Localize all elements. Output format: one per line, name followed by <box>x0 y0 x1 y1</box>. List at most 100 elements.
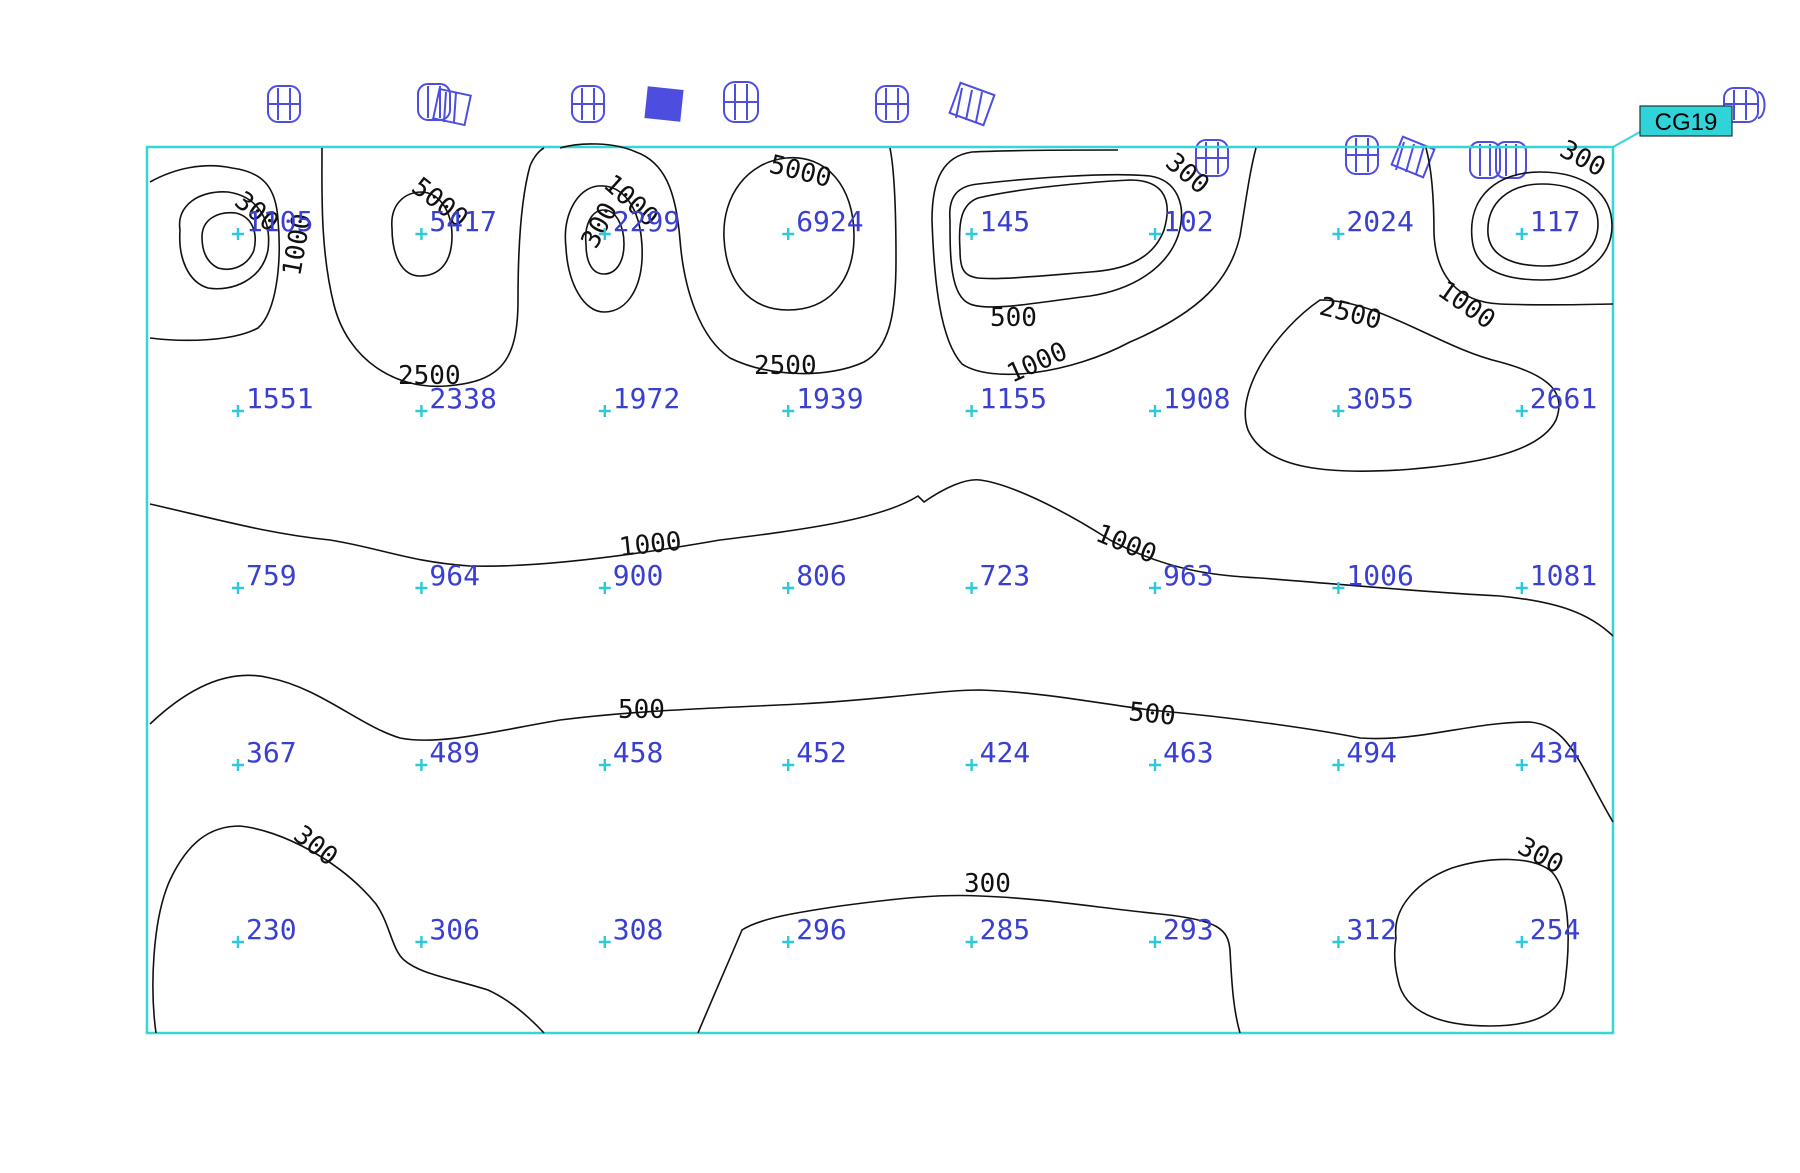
grid-point-value: 145 <box>980 205 1031 238</box>
grid-point-value: 1105 <box>246 205 313 238</box>
grid-point-marker <box>415 228 428 240</box>
luminaire-icon <box>267 85 301 123</box>
grid-point-marker <box>598 228 611 240</box>
contour-line <box>201 211 256 270</box>
contour-line <box>723 156 855 311</box>
grid-point-marker <box>965 582 978 594</box>
zone-tag-label: CG19 <box>1655 109 1718 136</box>
grid-point-marker <box>782 405 795 417</box>
grid-point-marker <box>965 759 978 771</box>
grid-point-marker <box>598 936 611 948</box>
grid-point-marker <box>1149 228 1161 240</box>
contour-label: 2500 <box>1316 292 1384 336</box>
contour-label: 300 <box>288 820 343 873</box>
grid-point-marker <box>1332 759 1345 771</box>
grid-point-marker <box>782 759 795 771</box>
grid-point-value: 2338 <box>429 382 496 415</box>
room-boundary <box>145 145 1615 1035</box>
luminaire-icon <box>948 81 996 127</box>
grid-point-marker <box>598 582 611 594</box>
grid-point-value: 5417 <box>429 205 496 238</box>
contour-label: 1000 <box>1091 519 1160 570</box>
grid-point-marker <box>1332 405 1345 417</box>
grid-point-marker <box>232 582 244 594</box>
grid-point-value: 424 <box>980 736 1031 769</box>
zone-tag-box <box>1639 105 1733 137</box>
grid-point-value: 312 <box>1346 913 1397 946</box>
contour-label: 5000 <box>766 150 834 194</box>
contour-line <box>958 179 1168 280</box>
grid-point-marker <box>232 759 244 771</box>
grid-point-marker <box>232 405 244 417</box>
contour-label: 1000 <box>1432 275 1501 335</box>
grid-point-marker <box>1149 759 1161 771</box>
grid-point-value: 102 <box>1163 205 1214 238</box>
grid-point-marker <box>1515 759 1528 771</box>
contour-label: 300 <box>1513 832 1569 881</box>
luminaire-icon <box>1345 135 1379 175</box>
grid-point-value: 2024 <box>1346 205 1413 238</box>
contour-line <box>1425 147 1614 306</box>
grid-point-value: 230 <box>246 913 297 946</box>
contour-label: 500 <box>618 695 665 725</box>
grid-point-marker <box>1515 582 1528 594</box>
grid-point-value: 900 <box>613 559 664 592</box>
contour-line <box>584 209 625 275</box>
contour-line <box>949 173 1183 308</box>
contour-label: 300 <box>1555 135 1611 184</box>
grid-point-value: 489 <box>429 736 480 769</box>
contour-line <box>559 143 897 375</box>
contour-label: 500 <box>990 303 1037 333</box>
isolux-contours <box>149 143 1614 1034</box>
luminaire-icon <box>417 83 472 127</box>
grid-point-marker <box>1332 582 1345 594</box>
grid-point-value: 963 <box>1163 559 1214 592</box>
grid-point-marker <box>1149 582 1161 594</box>
zone-tag: CG19 <box>1612 105 1733 148</box>
grid-point-marker <box>965 405 978 417</box>
grid-point-value: 296 <box>796 913 847 946</box>
grid-point-value: 494 <box>1346 736 1397 769</box>
contour-label: 300 <box>964 869 1011 899</box>
luminaire-icon <box>1723 87 1766 123</box>
grid-point-value: 293 <box>1163 913 1214 946</box>
contour-line <box>1393 858 1569 1027</box>
grid-point-value: 723 <box>980 559 1031 592</box>
grid-point-marker <box>415 759 428 771</box>
contour-line <box>149 478 1614 637</box>
grid-point-value: 2299 <box>613 205 680 238</box>
contour-line <box>321 147 545 388</box>
grid-point-marker <box>1515 228 1528 240</box>
contour-label: 2500 <box>398 361 461 391</box>
grid-point-marker <box>1515 405 1528 417</box>
luminaire-icon <box>723 81 759 123</box>
grid-point-marker <box>415 936 428 948</box>
grid-point-value: 6924 <box>796 205 863 238</box>
contour-line <box>149 164 280 342</box>
grid-point-value: 306 <box>429 913 480 946</box>
grid-point-marker <box>1149 936 1161 948</box>
grid-point-marker <box>232 228 244 240</box>
grid-point-value: 458 <box>613 736 664 769</box>
grid-point-marker <box>232 936 244 948</box>
grid-point-value: 254 <box>1530 913 1581 946</box>
grid-point-marker <box>1332 228 1345 240</box>
grid-point-marker <box>1332 936 1345 948</box>
grid-point-marker <box>782 936 795 948</box>
contour-labels: 300 1000 5000 1000 300 5000 300 500 1000… <box>229 135 1611 899</box>
luminaire-icon <box>644 86 684 122</box>
grid-point-marker <box>415 405 428 417</box>
contour-line <box>564 185 643 313</box>
contour-line <box>149 674 1614 823</box>
contour-line <box>697 894 1241 1034</box>
contour-line <box>1244 299 1560 472</box>
grid-point-value: 2661 <box>1530 382 1597 415</box>
grid-point-marker <box>598 759 611 771</box>
contour-line <box>1470 171 1613 281</box>
grid-point-marker <box>1515 936 1528 948</box>
grid-point-value: 1006 <box>1346 559 1413 592</box>
grid-point-value: 1908 <box>1163 382 1230 415</box>
grid-point-marker <box>1149 405 1161 417</box>
